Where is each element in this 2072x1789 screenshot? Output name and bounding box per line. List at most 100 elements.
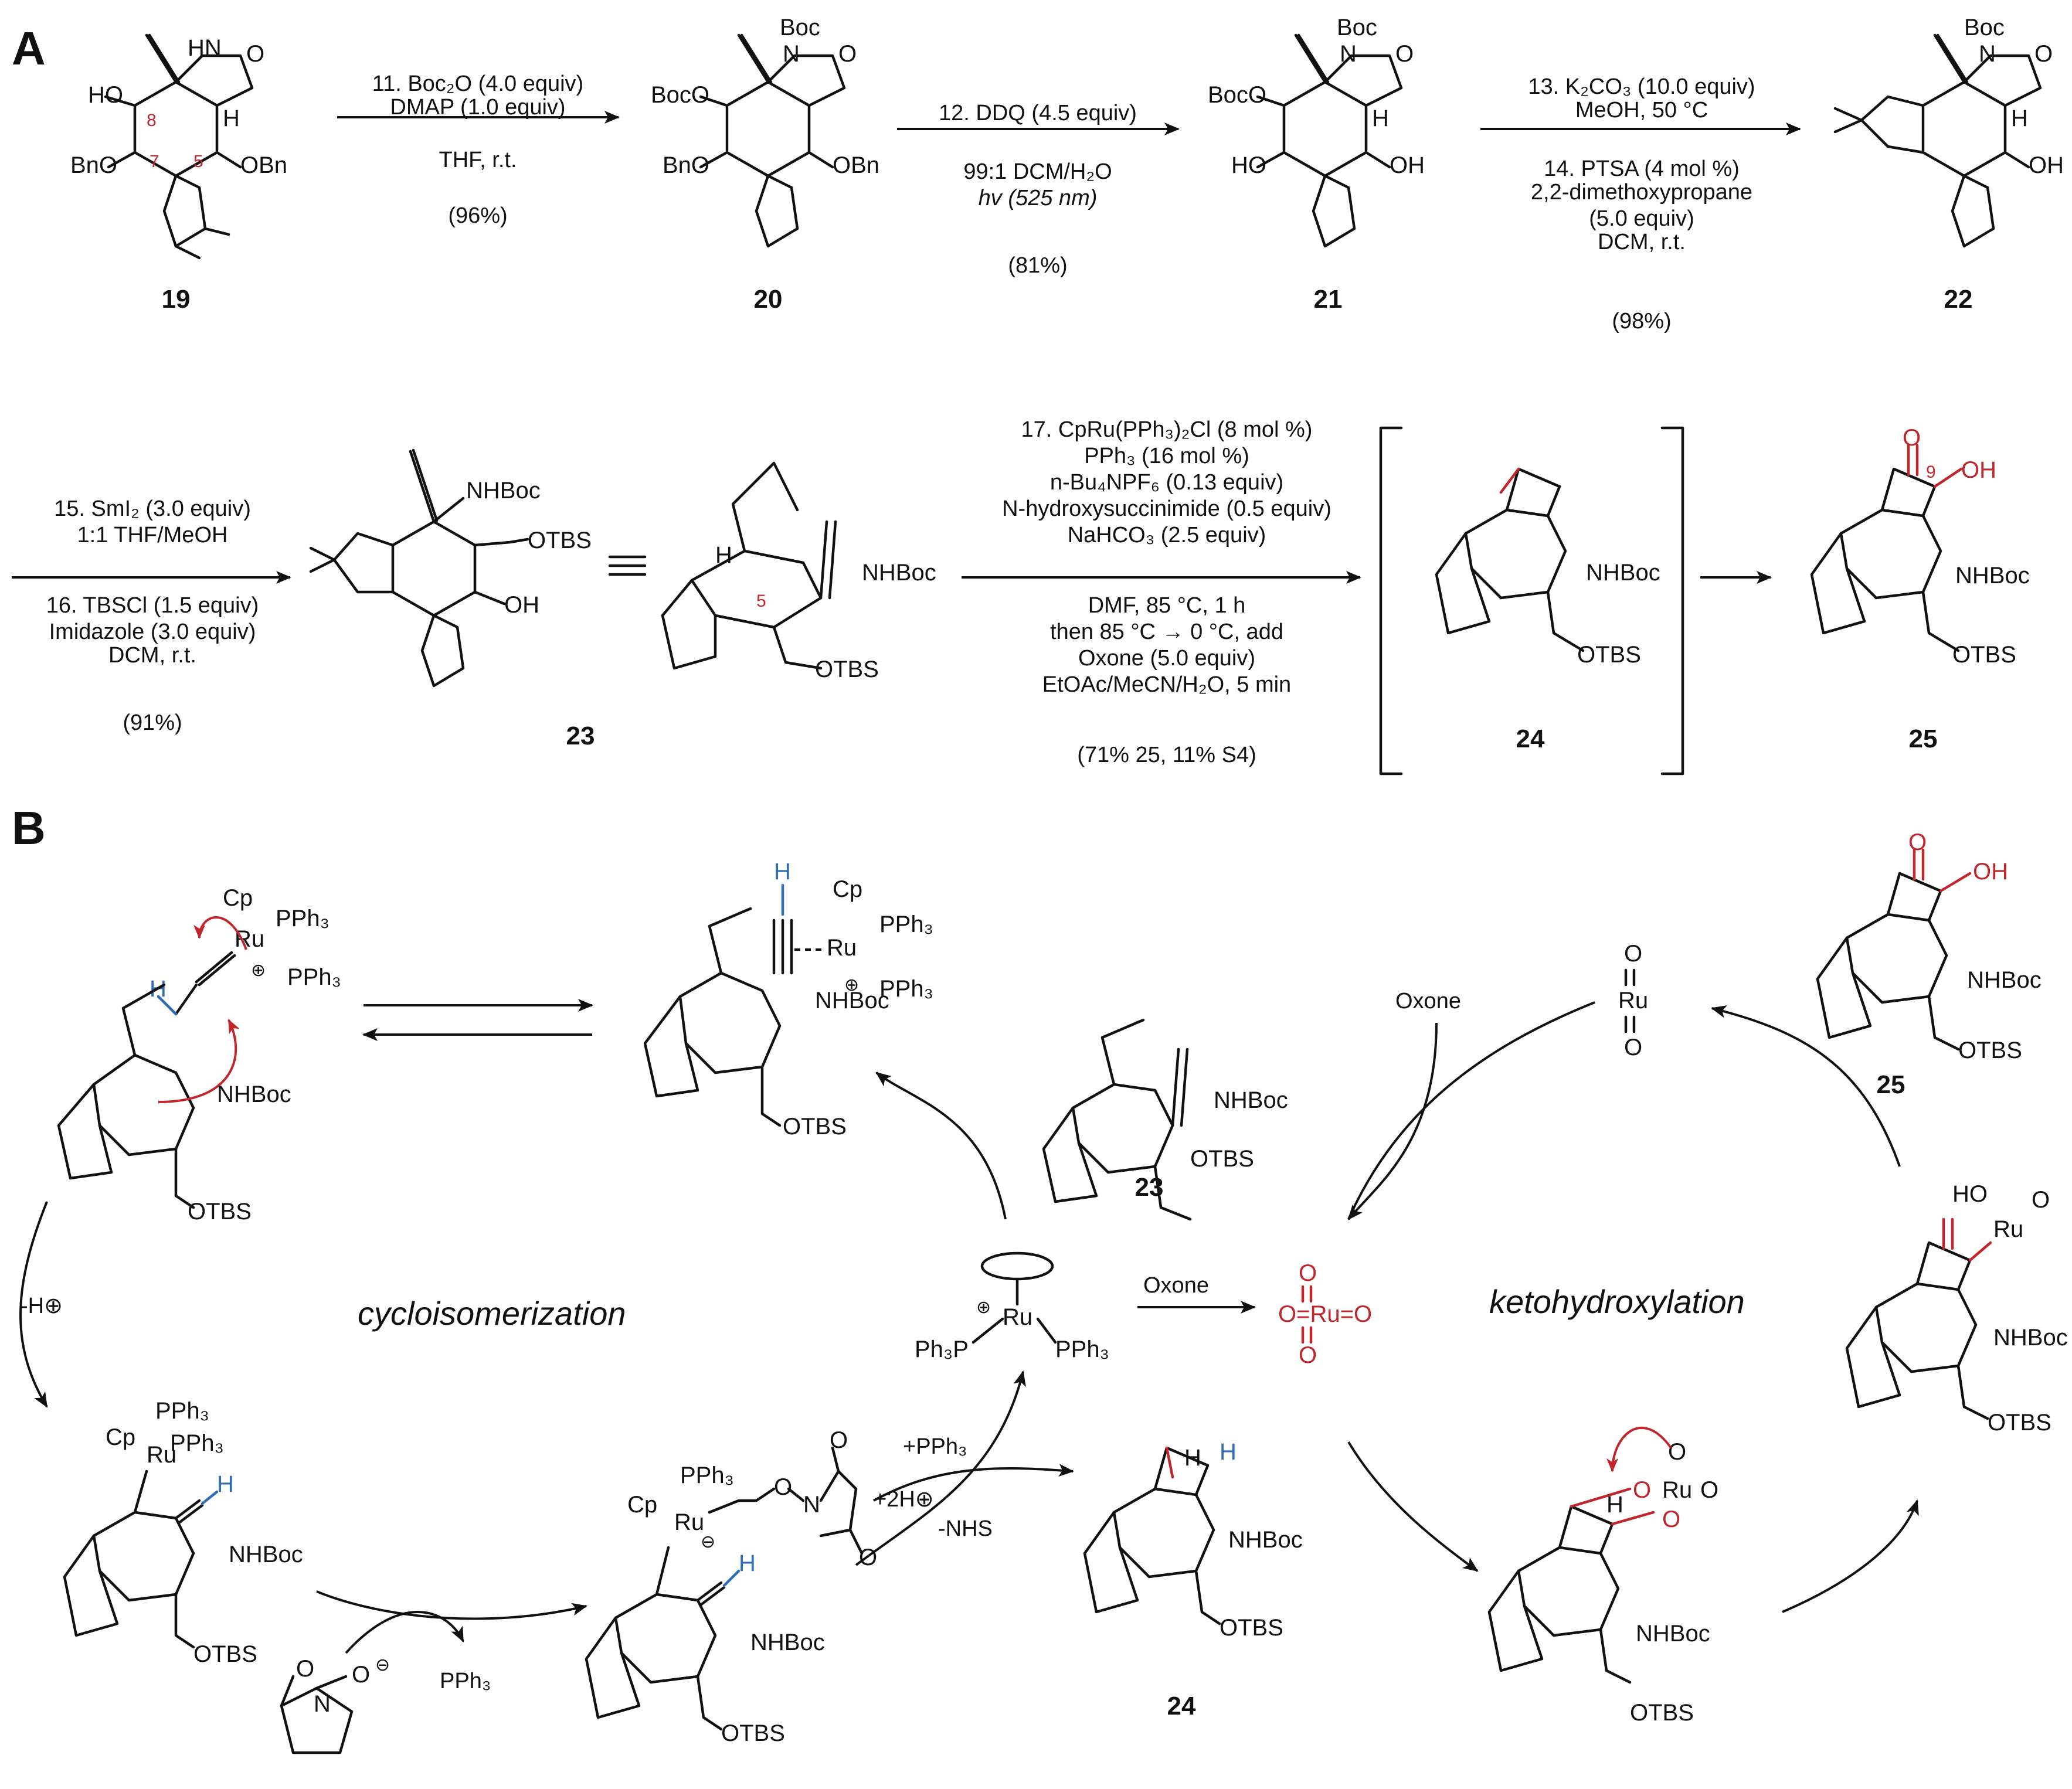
otbs-label: OTBS	[1190, 1146, 1254, 1172]
pph3-label: PPh₃	[276, 906, 330, 931]
step5-ligand: PPh₃ (16 mol %)	[1084, 444, 1249, 468]
boc-label: Boc	[780, 15, 820, 40]
step2-yield: (81%)	[1008, 253, 1067, 278]
ho-label: HO	[1231, 152, 1266, 178]
h-label: H	[2011, 106, 2028, 131]
otbs-label: OTBS	[1958, 1038, 2022, 1063]
cp-label: Cp	[106, 1424, 135, 1450]
oh-label: OH	[504, 592, 539, 618]
atom-number-8: 8	[147, 111, 157, 130]
step4-reagent-3: Imidazole (3.0 equiv)	[49, 620, 256, 644]
compound-21-structure: Boc N O BocO H HO OH	[1208, 15, 1425, 248]
pph3-label: PPh₃	[287, 964, 341, 990]
nhboc-label: NHBoc	[815, 988, 889, 1013]
step1-reagent-1: 11. Boc₂O (4.0 equiv)	[372, 72, 583, 96]
plus-charge: ⊕	[251, 961, 266, 980]
nhboc-label: NHBoc	[1967, 967, 2042, 993]
o-label: O	[1633, 1477, 1651, 1503]
ru-label: Ru	[235, 926, 264, 952]
otbs-label: OTBS	[783, 1114, 847, 1140]
minus-h-label: -H⊕	[21, 1294, 63, 1318]
alkyne-coordination-arrow	[875, 1072, 1007, 1220]
step2-reagent-1: 12. DDQ (4.5 equiv)	[939, 101, 1137, 125]
step5-conditions-2: then 85 °C → 0 °C, add	[1050, 620, 1283, 644]
plus-pph3-label: +PPh₃	[903, 1434, 967, 1459]
step5-conditions-1: DMF, 85 °C, 1 h	[1088, 593, 1246, 618]
ligand-exchange-arrow	[316, 1590, 587, 1620]
hn-label: HN	[188, 35, 222, 61]
nhboc-label: NHBoc	[1636, 1621, 1710, 1647]
step2-light: hv (525 nm)	[979, 186, 1098, 210]
left-bracket	[1379, 426, 1403, 776]
compound-19-structure: HN O HO H BnO OBn 8 7 5	[70, 33, 287, 260]
oh-label: OH	[2029, 152, 2064, 178]
otbs-label: OTBS	[1220, 1615, 1283, 1641]
otbs-label: OTBS	[188, 1199, 252, 1225]
plus-charge: ⊕	[976, 1298, 991, 1317]
h-label: H	[1184, 1445, 1201, 1471]
step3-reagent-2: 14. PTSA (4 mol %)	[1544, 157, 1740, 181]
o-label: O	[1700, 1477, 1718, 1503]
nhboc-label: NHBoc	[466, 478, 541, 504]
ruo2-bottom-oxygen: O	[1624, 1035, 1642, 1060]
catalyst-regeneration-arrow	[855, 1370, 1026, 1566]
step4-solvent-1: 1:1 THF/MeOH	[77, 523, 228, 547]
obn-label: OBn	[240, 152, 287, 178]
ruo2-structure: O Ru O	[1618, 941, 1648, 1060]
step4-reagent-2: 16. TBSCl (1.5 equiv)	[46, 593, 259, 618]
pph3-label: PPh₃	[155, 1398, 209, 1424]
o-label: O	[2034, 41, 2053, 67]
o-label: O	[1662, 1506, 1680, 1532]
n-label: N	[314, 1691, 331, 1717]
nhboc-label: NHBoc	[1993, 1325, 2068, 1351]
vinyl-h-label: H	[217, 1471, 234, 1497]
ruthenate-ester-structure: HO Ru O NHBoc OTBS	[1845, 1181, 2068, 1436]
compound-21-number: 21	[1314, 285, 1343, 314]
minus-charge: ⊖	[701, 1532, 715, 1552]
silyl-ether-intermediate-structure: NHBoc OTBS OH	[309, 448, 592, 688]
ru-label: Ru	[1662, 1477, 1692, 1503]
boc-label: Boc	[1964, 15, 2005, 40]
ru-label: Ru	[827, 935, 857, 961]
compound-23-mechanism-structure: NHBoc OTBS	[1042, 1018, 1288, 1221]
pph3-label: PPh₃	[1055, 1336, 1109, 1362]
n-label: N	[783, 41, 800, 67]
ruthenium-alkyne-complex-structure: H Cp Ru PPh₃ PPh₃ ⊕ NHBoc OTBS	[643, 859, 933, 1140]
panel-a-label: A	[12, 22, 46, 74]
step5-catalyst: 17. CpRu(PPh₃)₂Cl (8 mol %)	[1021, 417, 1313, 442]
h-label: H	[1372, 106, 1389, 131]
ruo2-label: Ru	[1618, 988, 1648, 1013]
compound-22-number: 22	[1944, 285, 1973, 314]
cp-label: Cp	[833, 876, 862, 902]
pph3-release-label: PPh₃	[440, 1669, 491, 1693]
nhboc-label: NHBoc	[229, 1542, 303, 1567]
compound-19-number: 19	[162, 285, 191, 314]
o-label: O	[774, 1474, 792, 1500]
pph3-label: PPh₃	[680, 1463, 734, 1488]
ruo4-addition-arrow	[1347, 1441, 1479, 1572]
ruthenium-glycolate-structure: H O O Ru O O NHBoc OTBS	[1487, 1426, 1718, 1726]
plus-2h-label: +2H⊕	[874, 1487, 934, 1512]
atom-number-9: 9	[1926, 462, 1936, 482]
step3-reagent-3: 2,2-dimethoxypropane	[1531, 180, 1752, 205]
minus-nhs-label: -NHS	[938, 1516, 993, 1541]
ruo4-bottom-oxygen: O	[1299, 1342, 1317, 1368]
step1-reagent-2: DMAP (1.0 equiv)	[390, 95, 565, 120]
ru-label: Ru	[1993, 1216, 2023, 1242]
otbs-label: OTBS	[815, 657, 879, 682]
ketohydroxylation-arrow-2	[1782, 1499, 1919, 1613]
compound-24b-number: 24	[1167, 1692, 1196, 1720]
nhboc-label: NHBoc	[1214, 1087, 1288, 1113]
o-label: O	[1395, 41, 1414, 67]
ru-label: Ru	[674, 1509, 704, 1535]
ruo4-top-oxygen: O	[1299, 1260, 1317, 1286]
ruthenium-vinylidene-structure: Cp Ru PPh₃ PPh₃ ⊕ H NHBoc OTBS	[57, 885, 341, 1225]
nhboc-label: NHBoc	[217, 1081, 291, 1107]
protodemetalation-arrow	[873, 1464, 1074, 1502]
otbs-label: OTBS	[1630, 1700, 1694, 1726]
o-label: O	[838, 41, 857, 67]
step4-reagent-1: 15. SmI₂ (3.0 equiv)	[54, 496, 251, 521]
compound-20-structure: Boc N O BocO BnO OBn	[651, 15, 879, 248]
nhboc-label: NHBoc	[1228, 1527, 1303, 1553]
boc-label: Boc	[1337, 15, 1377, 40]
